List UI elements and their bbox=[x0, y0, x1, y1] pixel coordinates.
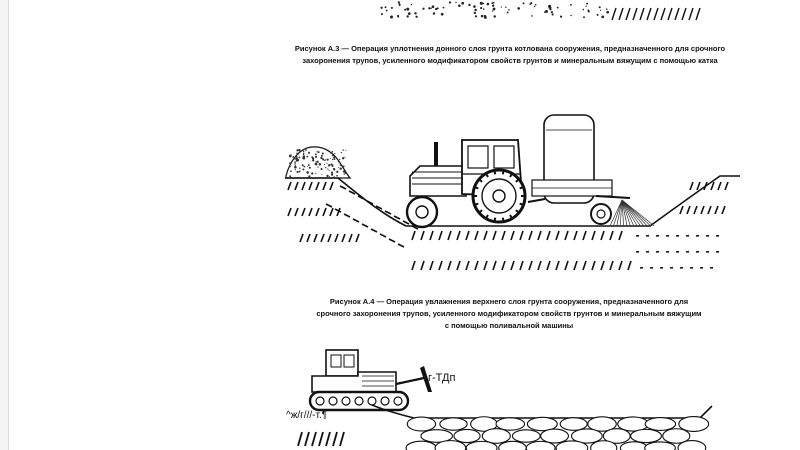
label-right: г-ТДп bbox=[428, 372, 455, 384]
caption-line: срочного захоронения трупов, усиленного … bbox=[316, 309, 702, 318]
caption-line: Рисунок А.3 — Операция уплотнения донног… bbox=[294, 44, 726, 53]
bulldozer-blade bbox=[420, 366, 432, 392]
caption-line: Рисунок А.4 — Операция увлажнения верхне… bbox=[329, 297, 689, 306]
caption-line: с помощью поливальной машины bbox=[444, 321, 574, 330]
caption-line: захоронения трупов, усиленного модификат… bbox=[302, 56, 718, 65]
figure-a3-caption: Рисунок А.3 — Операция уплотнения донног… bbox=[262, 43, 758, 67]
pit-outline bbox=[285, 175, 740, 227]
illustration-top-fragment bbox=[380, 1, 701, 21]
figure-a4-caption: Рисунок А.4 — Операция увлажнения верхне… bbox=[290, 296, 728, 332]
label-left: ^ж/г///-т.¶ bbox=[286, 410, 327, 421]
tractor-watering-illustration bbox=[285, 114, 740, 271]
